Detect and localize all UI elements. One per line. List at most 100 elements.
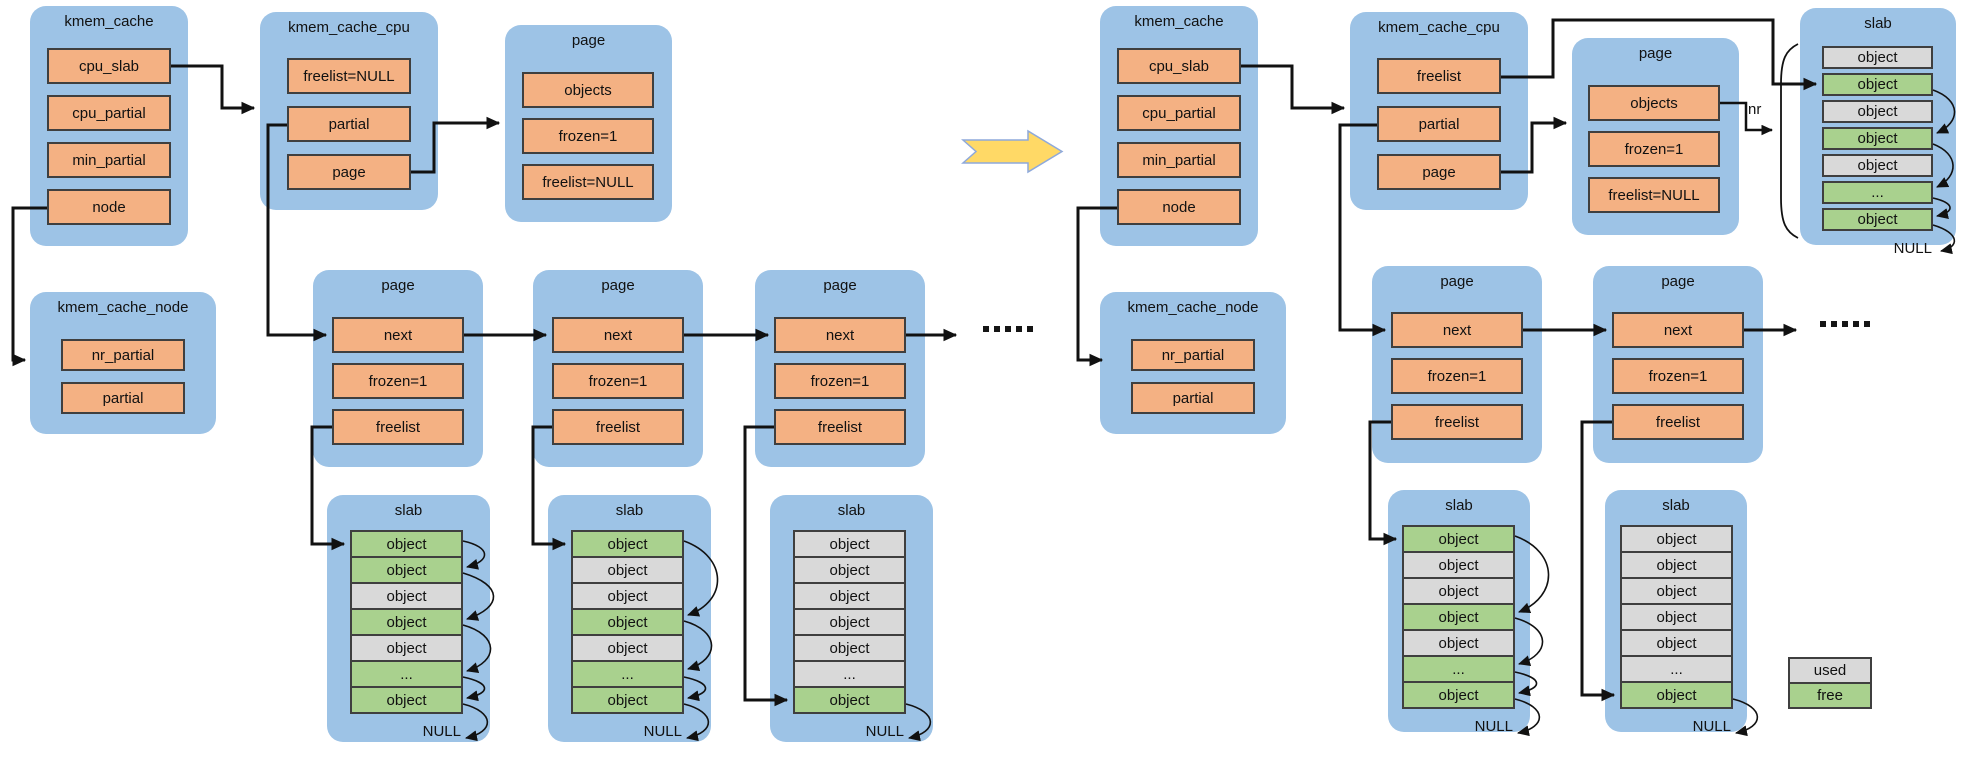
field-freelist: freelist xyxy=(332,409,464,445)
object-cell: object xyxy=(1402,629,1515,657)
object-cell: object xyxy=(1620,681,1733,709)
field-stack: freelist partial page xyxy=(1377,58,1501,190)
field-frozen: frozen=1 xyxy=(1612,358,1744,394)
field-stack: objects frozen=1 freelist=NULL xyxy=(522,72,654,200)
continuation-dots xyxy=(1820,321,1870,327)
field-freelist: freelist xyxy=(1612,404,1744,440)
field-freelist: freelist xyxy=(1377,58,1501,94)
null-label: NULL xyxy=(1893,240,1932,257)
field-node: node xyxy=(1117,189,1241,225)
object-cell: object xyxy=(1620,577,1733,605)
field-freelist: freelist xyxy=(552,409,684,445)
field-stack: next frozen=1 freelist xyxy=(1391,312,1523,440)
continuation-dots xyxy=(983,326,1033,332)
right-kmem-cache-cpu-box: kmem_cache_cpu freelist partial page xyxy=(1350,12,1528,210)
left-slab-3-box: slab object object object object object … xyxy=(770,495,933,742)
field-stack: next frozen=1 freelist xyxy=(552,317,684,445)
object-cell: object xyxy=(793,530,906,558)
object-cell: object xyxy=(571,582,684,610)
field-nr-partial: nr_partial xyxy=(1131,339,1255,371)
box-title: slab xyxy=(1662,497,1690,514)
object-cell: object xyxy=(793,582,906,610)
object-cell: object xyxy=(571,556,684,584)
right-page-1-box: page next frozen=1 freelist xyxy=(1372,266,1542,463)
object-cell-ellipsis: ... xyxy=(1620,655,1733,683)
left-page-2-box: page next frozen=1 freelist xyxy=(533,270,703,467)
field-next: next xyxy=(552,317,684,353)
left-page-3-box: page next frozen=1 freelist xyxy=(755,270,925,467)
field-objects: objects xyxy=(1588,85,1720,121)
box-title: kmem_cache xyxy=(1134,13,1224,30)
box-title: kmem_cache_node xyxy=(1127,299,1259,316)
box-title: slab xyxy=(1445,497,1473,514)
field-frozen: frozen=1 xyxy=(522,118,654,154)
left-kmem-cache-node-box: kmem_cache_node nr_partial partial xyxy=(30,292,216,434)
object-cell: object xyxy=(571,686,684,714)
box-title: kmem_cache_cpu xyxy=(288,19,410,36)
object-cell: object xyxy=(1620,551,1733,579)
object-cell: object xyxy=(793,608,906,636)
box-title: kmem_cache_node xyxy=(57,299,189,316)
null-label: NULL xyxy=(1474,718,1513,735)
object-cell: object xyxy=(1402,577,1515,605)
object-cell-ellipsis: ... xyxy=(1402,655,1515,683)
field-cpu-partial: cpu_partial xyxy=(1117,95,1241,131)
field-frozen: frozen=1 xyxy=(1588,131,1720,167)
box-title: page xyxy=(381,277,415,294)
object-stack: object object object object object ... o… xyxy=(793,530,906,714)
left-kmem-cache-box: kmem_cache cpu_slab cpu_partial min_part… xyxy=(30,6,188,246)
field-min-partial: min_partial xyxy=(47,142,171,178)
object-stack: object object object object object ... o… xyxy=(350,530,463,714)
field-next: next xyxy=(332,317,464,353)
object-cell: object xyxy=(793,686,906,714)
right-cpu-page-box: page objects frozen=1 freelist=NULL xyxy=(1572,38,1739,235)
object-cell: object xyxy=(350,686,463,714)
null-label: NULL xyxy=(422,723,461,740)
box-title: page xyxy=(823,277,857,294)
field-stack: cpu_slab cpu_partial min_partial node xyxy=(1117,48,1241,225)
box-title: kmem_cache xyxy=(64,13,154,30)
object-cell-ellipsis: ... xyxy=(793,660,906,688)
object-cell: object xyxy=(1822,127,1933,150)
null-label: NULL xyxy=(643,723,682,740)
right-slab-1-box: slab object object object object object … xyxy=(1388,490,1530,732)
object-cell: object xyxy=(1402,525,1515,553)
left-slab-1-box: slab object object object object object … xyxy=(327,495,490,742)
object-stack: object object object object object ... o… xyxy=(1620,525,1733,709)
field-page: page xyxy=(287,154,411,190)
object-stack: object object object object object ... o… xyxy=(1402,525,1515,709)
field-next: next xyxy=(1612,312,1744,348)
field-frozen: frozen=1 xyxy=(1391,358,1523,394)
field-node: node xyxy=(47,189,171,225)
box-title: page xyxy=(1440,273,1474,290)
null-label: NULL xyxy=(865,723,904,740)
object-cell: object xyxy=(571,608,684,636)
field-partial: partial xyxy=(1377,106,1501,142)
object-cell: object xyxy=(350,530,463,558)
object-cell: object xyxy=(350,582,463,610)
object-cell: object xyxy=(1620,629,1733,657)
right-slab-2-box: slab object object object object object … xyxy=(1605,490,1747,732)
field-stack: next frozen=1 freelist xyxy=(774,317,906,445)
field-frozen: frozen=1 xyxy=(552,363,684,399)
object-cell-ellipsis: ... xyxy=(1822,181,1933,204)
box-title: page xyxy=(1661,273,1695,290)
null-label: NULL xyxy=(1692,718,1731,735)
object-cell: object xyxy=(1620,603,1733,631)
field-frozen: frozen=1 xyxy=(332,363,464,399)
object-cell-ellipsis: ... xyxy=(571,660,684,688)
object-cell: object xyxy=(793,556,906,584)
object-cell: object xyxy=(571,530,684,558)
object-cell: object xyxy=(1822,73,1933,96)
box-title: page xyxy=(601,277,635,294)
field-cpu-partial: cpu_partial xyxy=(47,95,171,131)
field-cpu-slab: cpu_slab xyxy=(47,48,171,84)
nr-label: nr xyxy=(1748,101,1762,118)
left-cpu-page-box: page objects frozen=1 freelist=NULL xyxy=(505,25,672,222)
object-cell: object xyxy=(1822,100,1933,123)
field-partial: partial xyxy=(1131,382,1255,414)
box-title: kmem_cache_cpu xyxy=(1378,19,1500,36)
object-cell: object xyxy=(793,634,906,662)
object-cell: object xyxy=(1620,525,1733,553)
